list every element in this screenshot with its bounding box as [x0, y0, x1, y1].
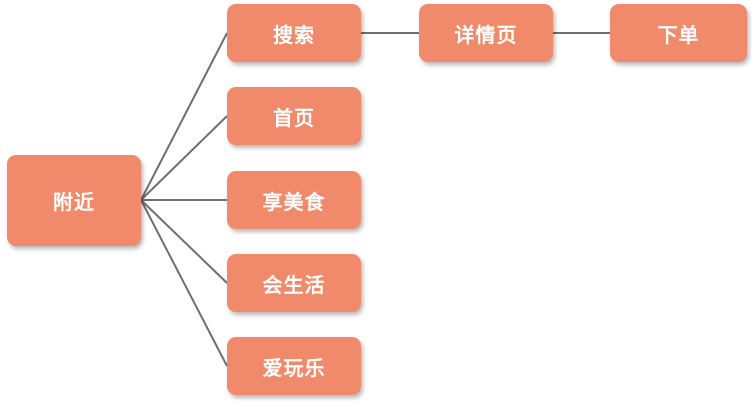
connector-root-play: [140, 199, 228, 367]
branch-node-play: 爱玩乐: [227, 337, 361, 395]
branch-node-home: 首页: [227, 87, 361, 145]
connector-root-search: [140, 32, 228, 201]
connector-root-life: [140, 199, 228, 284]
branch-node-search: 搜索: [227, 4, 361, 62]
branch-node-life: 会生活: [227, 254, 361, 312]
branch-node-food: 享美食: [227, 171, 361, 229]
root-node-nearby: 附近: [7, 155, 141, 246]
flow-node-place-order: 下单: [610, 4, 747, 62]
connector-root-home: [140, 115, 228, 201]
flow-node-detail-page: 详情页: [419, 4, 553, 62]
